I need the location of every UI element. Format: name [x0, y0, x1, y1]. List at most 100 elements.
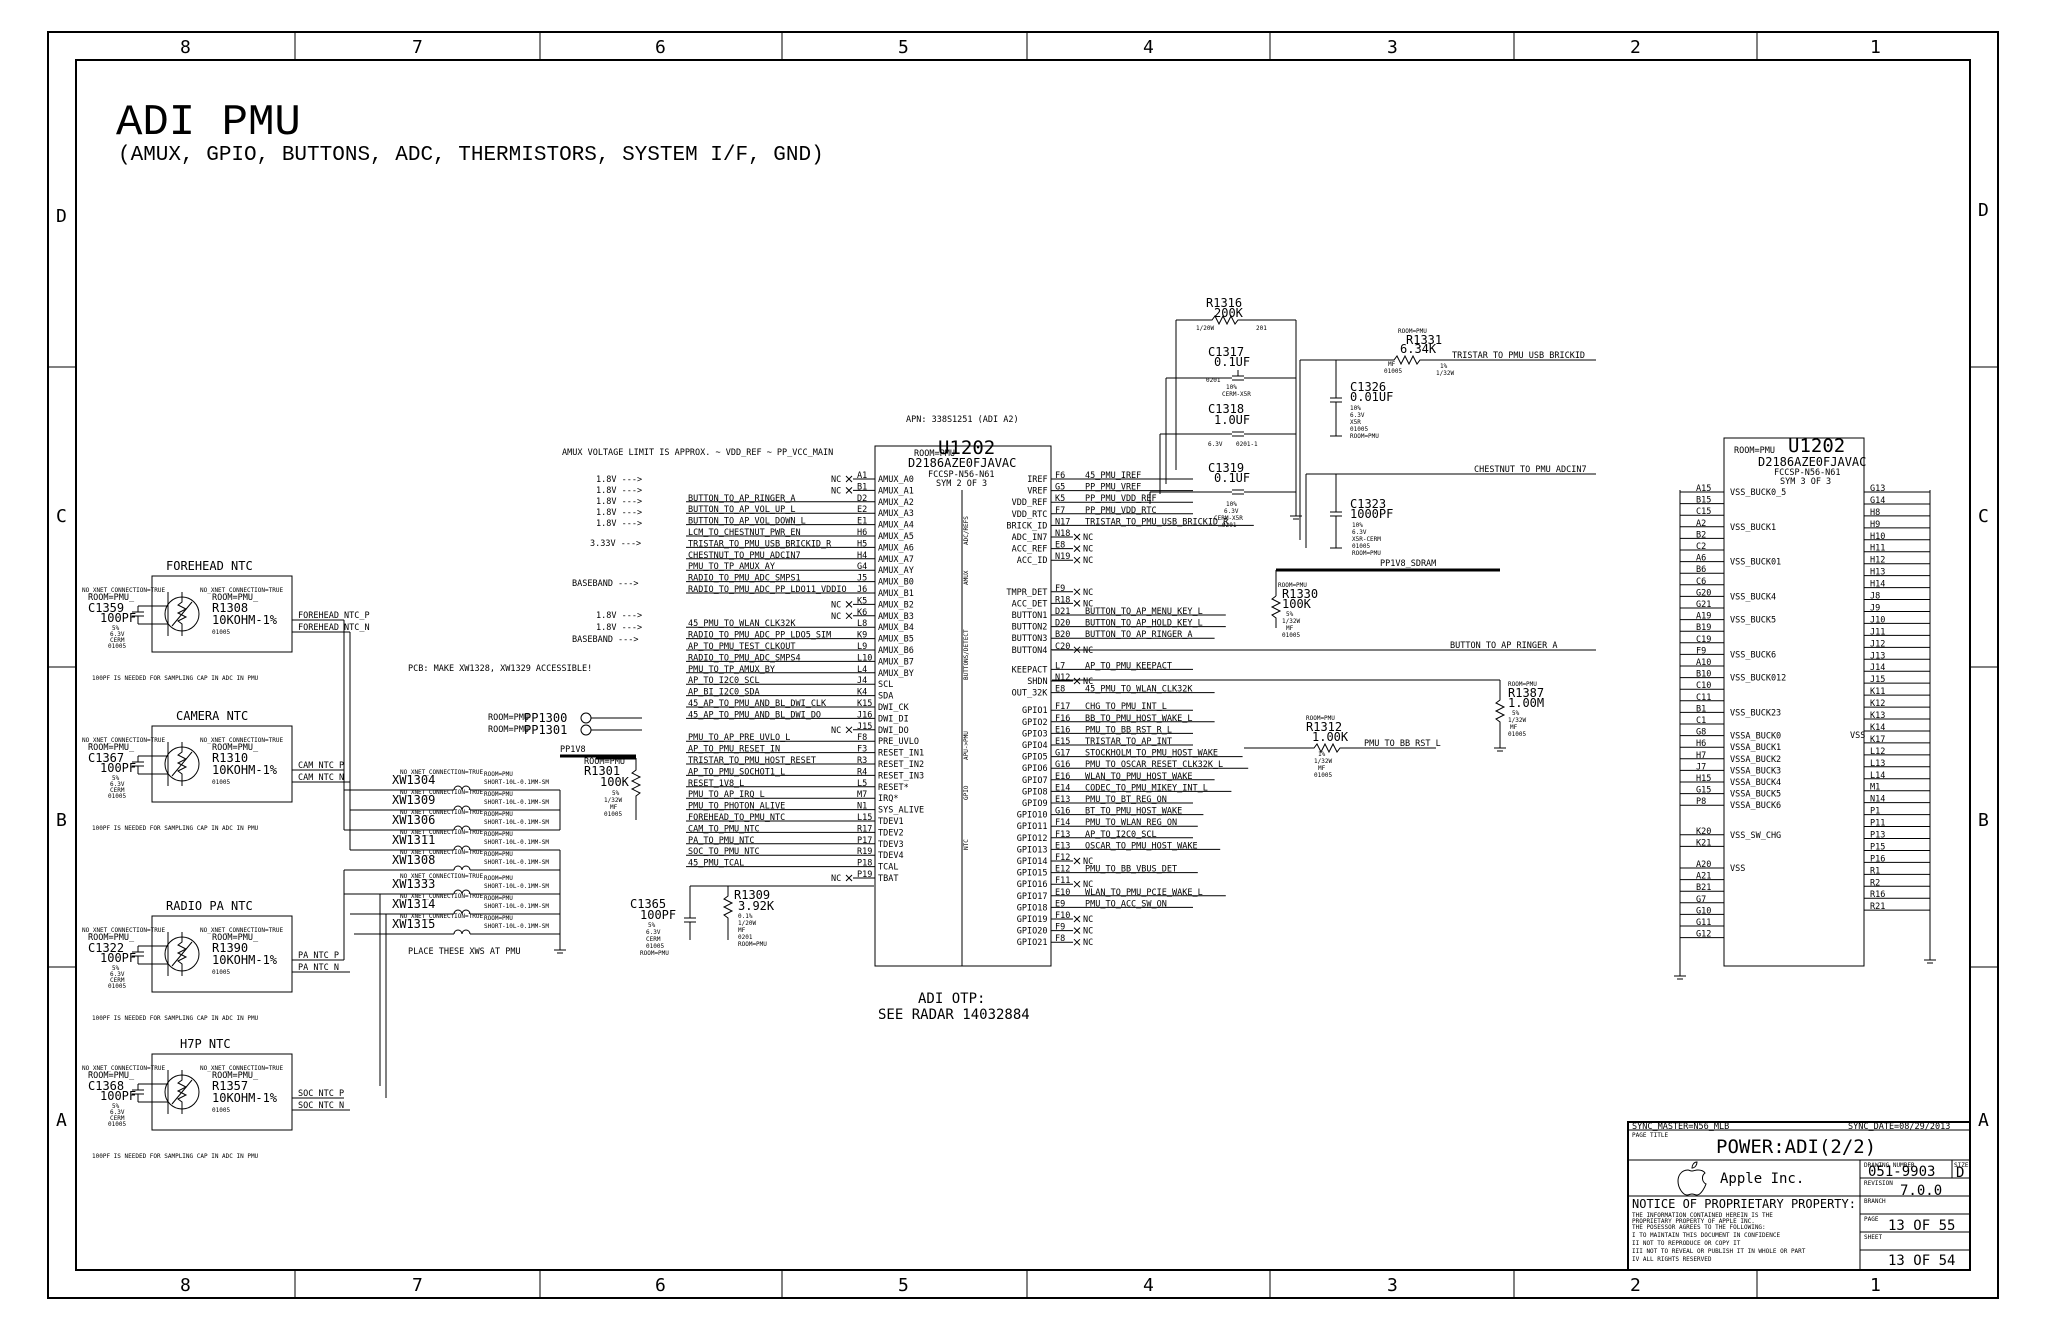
u1202-sym3-left-pin: C1: [1680, 716, 1724, 726]
room: ROOM=PMU_: [212, 1071, 259, 1081]
svg-text:ROOM=PMU: ROOM=PMU: [1734, 446, 1775, 456]
svg-text:ROOM=PMU: ROOM=PMU: [1508, 681, 1537, 688]
room: ROOM=PMU_: [212, 593, 259, 603]
pin-number: J12: [1870, 639, 1885, 649]
pin-name: GPIO1: [1022, 706, 1048, 716]
svg-text:R1301: R1301: [584, 764, 620, 778]
svg-text:C1319: C1319: [1208, 461, 1244, 475]
svg-text:X5R-CERM: X5R-CERM: [1352, 536, 1381, 543]
pin-name: TDEV4: [878, 851, 904, 861]
note: NO_XNET_CONNECTION=TRUE: [82, 927, 165, 934]
svg-text:D2186AZE0FJAVAC: D2186AZE0FJAVAC: [1758, 455, 1866, 469]
net-label: PP_PMU_VDD_REF: [1085, 494, 1157, 504]
nc-mark: [1073, 880, 1081, 888]
pin-name: VSS_BUCK4: [1730, 592, 1776, 602]
voltage-annotations: 1.8V ---> 1.8V ---> 1.8V ---> 1.8V ---> …: [572, 475, 642, 645]
nc-label: NC: [1083, 677, 1093, 687]
cap-ref: C1367: [88, 751, 124, 765]
pin-number: G12: [1696, 930, 1711, 940]
u1202-sym3-right-pin: K17: [1864, 735, 1930, 745]
thermistor-arrow: [171, 1079, 193, 1105]
note: NO_XNET_CONNECTION=TRUE: [400, 829, 483, 836]
zone-row-a-right: A: [1978, 1110, 1989, 1131]
svg-text:PAGE: PAGE: [1864, 1216, 1879, 1223]
pin-name: RESET_IN2: [878, 760, 924, 770]
note: NO_XNET_CONNECTION=TRUE: [200, 1065, 283, 1072]
pin-name: VDD_RTC: [1012, 510, 1048, 520]
net-label: TRISTAR_TO_PMU_HOST_RESET: [688, 756, 816, 766]
svg-text:100K: 100K: [1282, 597, 1312, 611]
nc-mark: [1073, 533, 1081, 541]
u1202-sym3-right-pin: G14: [1864, 496, 1930, 506]
pin-number: F10: [1055, 911, 1070, 921]
nc-mark: [1073, 545, 1081, 552]
pin-name: GPIO6: [1022, 764, 1048, 774]
pin-number: L13: [1870, 759, 1885, 769]
svg-text:1.8V --->: 1.8V --->: [596, 508, 642, 518]
net-label: PMU_TO_AP_PRE_UVLO_L: [688, 733, 790, 743]
room: ROOM=PMU: [484, 851, 513, 858]
nc-mark: [1073, 857, 1081, 865]
note: NO_XNET_CONNECTION=TRUE: [200, 737, 283, 744]
ref-network: R1316 200K 1/20W 201 C1317 0.1UF 0201 10…: [1149, 296, 1596, 557]
room: ROOM=PMU: [484, 895, 513, 902]
ntc-net-n-label: CAM_NTC_N: [298, 773, 344, 783]
u1202-sym3-left-pin: G10: [1680, 906, 1724, 916]
pin-name: SHDN: [1027, 677, 1047, 687]
pin-number: E13: [1055, 841, 1070, 851]
pin-number: J4: [857, 676, 867, 686]
pin-number: F9: [1055, 584, 1065, 594]
pin-number: E16: [1055, 772, 1070, 782]
res-value: 10KOHM-1%: [212, 763, 278, 777]
svg-text:C1323: C1323: [1350, 497, 1386, 511]
pin-number: P1: [1870, 807, 1880, 817]
svg-text:SYM 2 OF 3: SYM 2 OF 3: [936, 479, 987, 489]
svg-text:ROOM=PMU: ROOM=PMU: [640, 950, 669, 957]
pin-number: F8: [857, 733, 867, 743]
pin-number: A2: [1696, 519, 1706, 529]
pin-number: B19: [1696, 623, 1711, 633]
room: ROOM=PMU_: [88, 933, 135, 943]
pin-name: BUTTON2: [1012, 623, 1048, 633]
pp1v8-sdram-net: PP1V8_SDRAM: [1380, 559, 1436, 569]
pin-name: VSSA_BUCK3: [1730, 766, 1781, 776]
svg-text:ROOM=PMU: ROOM=PMU: [488, 725, 529, 735]
pin-name: IRQ*: [878, 794, 898, 804]
pin-number: F12: [1055, 853, 1070, 863]
cap-ref: C1368: [88, 1079, 124, 1093]
pin-number: H11: [1870, 544, 1885, 554]
res-ref: R1390: [212, 941, 248, 955]
svg-text:BASEBAND --->: BASEBAND --->: [572, 635, 639, 645]
svg-text:NTC: NTC: [963, 839, 970, 850]
net-label: RADIO_TO_PMU_ADC_PP_LDO5_SIM: [688, 631, 831, 641]
svg-text:MF: MF: [1388, 361, 1396, 368]
pin-number: D21: [1055, 607, 1070, 617]
note: NO_XNET_CONNECTION=TRUE: [400, 873, 483, 880]
pin-name: AMUX_A0: [878, 475, 914, 485]
thermistor-box: [151, 915, 293, 993]
pin-number: J10: [1870, 615, 1885, 625]
xw-short-icon: [453, 929, 471, 935]
nc-label: NC: [1083, 927, 1093, 937]
cap-note: 100PF IS NEEDED FOR SAMPLING CAP IN ADC …: [92, 675, 259, 682]
sync-master: SYNC_MASTER=N56_MLB: [1632, 1122, 1729, 1132]
pin-number: B2: [1696, 530, 1706, 540]
svg-text:R1316: R1316: [1206, 296, 1242, 310]
drawing-number: 051-9903: [1868, 1164, 1935, 1180]
pin-name: GPIO4: [1022, 741, 1048, 751]
spec: 6.3V: [110, 781, 125, 788]
pin-name: TMPR_DET: [1006, 588, 1047, 598]
pin-name: GPIO16: [1017, 880, 1048, 890]
cap-value: 100PF: [100, 761, 136, 775]
thermistor-blocks: FOREHEAD NTCNO_XNET_CONNECTION=TRUEROOM=…: [82, 559, 370, 1160]
pin-number: P15: [1870, 842, 1885, 852]
nc-cross: [845, 487, 853, 494]
u1202-sym3-right-pin: P15: [1864, 842, 1930, 852]
